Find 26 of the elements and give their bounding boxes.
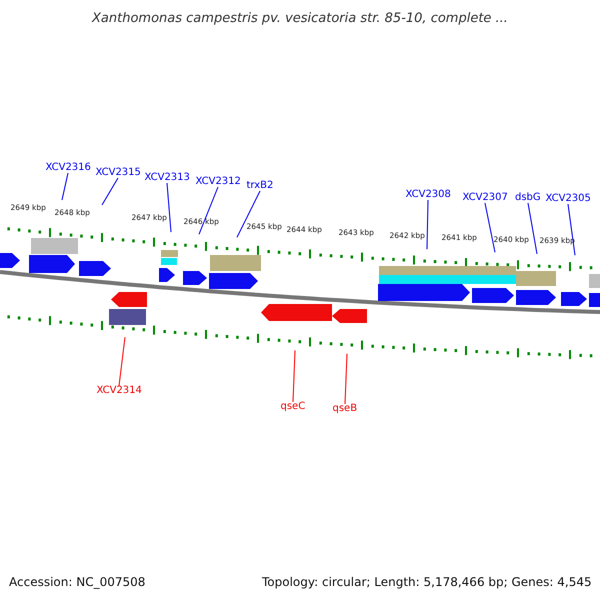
gene-name: qseB (332, 404, 358, 414)
gene-name: XCV2314 (96, 386, 142, 396)
gene-name: XCV2307 (462, 193, 508, 203)
leader-line (236, 190, 260, 238)
accession-label: Accession: NC_007508 (9, 576, 146, 588)
leader-line (344, 353, 348, 404)
gene-name: qseC (280, 402, 306, 412)
leader-line (102, 178, 118, 206)
gene-name: XCV2315 (96, 168, 141, 178)
leader-line (292, 350, 296, 402)
gene-name: XCV2313 (144, 173, 190, 183)
gene-name: XCV2316 (46, 163, 91, 173)
leader-line (166, 182, 172, 233)
genome-summary: Topology: circular; Length: 5,178,466 bp; Genes: 4,545 (262, 576, 592, 588)
gene-name: XCV2305 (546, 194, 591, 204)
leader-line (528, 202, 538, 254)
title: Xanthomonas campestris pv. vesicatoria str. 85-10, complete ... (90, 12, 509, 25)
gene-name: XCV2308 (406, 190, 451, 200)
leader-line (426, 200, 428, 250)
gene-name: dsbG (515, 193, 541, 203)
gene-name: XCV2312 (196, 177, 241, 187)
leader-line (484, 202, 496, 253)
gene-name: trxB2 (246, 181, 274, 191)
leader-line (62, 172, 68, 200)
leader-line (198, 186, 218, 235)
leader-line (118, 336, 126, 386)
